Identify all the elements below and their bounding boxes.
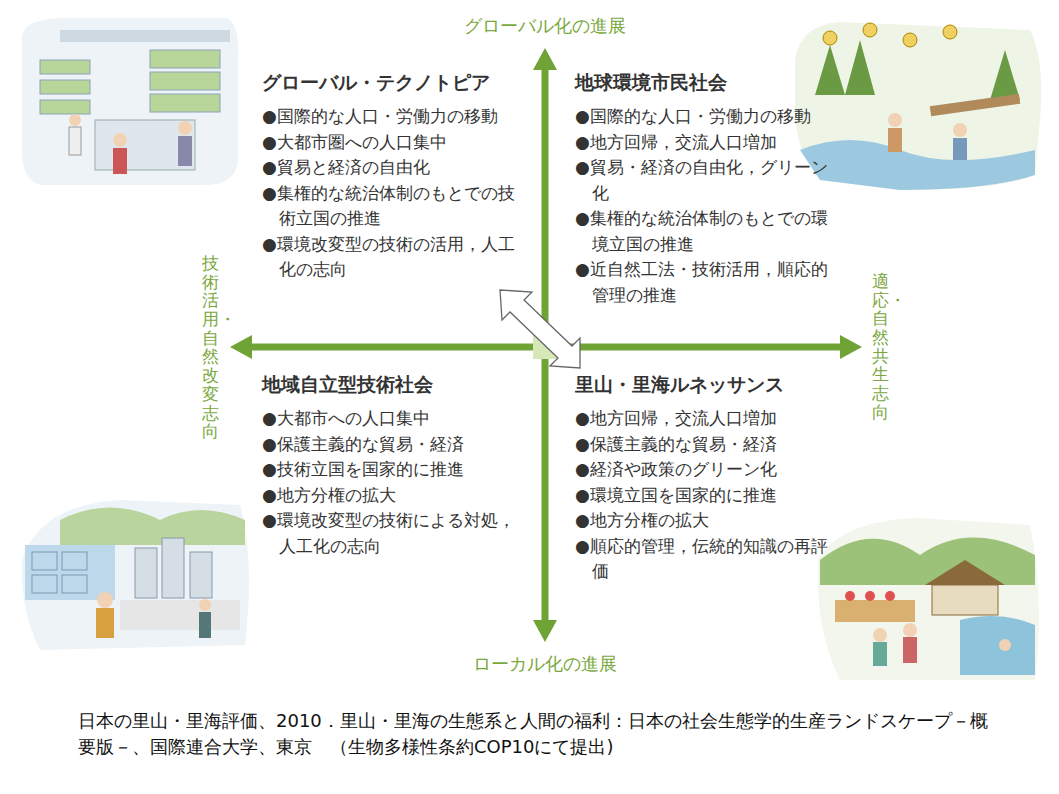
bullet-item: ●地方分権の拡大 xyxy=(575,508,837,534)
bullet-item: ●貿易と経済の自由化 xyxy=(262,155,524,181)
bullet-item: ●保護主義的な貿易・経済 xyxy=(262,432,524,458)
scenario-block: 里山・里海ルネッサンス ●地方回帰，交流人口増加●保護主義的な貿易・経済●経済や政… xyxy=(575,372,837,585)
axis-label: ローカル化の進展 xyxy=(473,652,617,676)
axis-label: グローバル化の進展 xyxy=(464,14,626,38)
satoyama-work-picture xyxy=(795,22,1041,190)
bullet-item: ●環境改変型の技術の活用，人工化の志向 xyxy=(262,232,524,283)
bullet-item: ●国際的な人口・労働力の移動 xyxy=(262,104,524,130)
bullet-item: ●近自然工法・技術活用，順応的管理の推進 xyxy=(575,257,837,308)
bullet-item: ●集権的な統治体制のもとでの環境立国の推進 xyxy=(575,206,837,257)
scenario-title: 里山・里海ルネッサンス xyxy=(575,372,837,398)
bullet-item: ●地方回帰，交流人口増加 xyxy=(575,406,837,432)
axis-label: 適応・自然共生志向 xyxy=(872,272,889,422)
scenario-title: 地球環境市民社会 xyxy=(575,70,837,96)
technotopia-picture xyxy=(22,18,238,185)
bullet-item: ●大都市への人口集中 xyxy=(262,406,524,432)
double-arrow xyxy=(500,290,580,368)
caption: 日本の里山・里海評価、2010．里山・里海の生態系と人間の福利：日本の社会生態学… xyxy=(78,708,998,760)
bullet-item: ●順応的管理，伝統的知識の再評価 xyxy=(575,534,837,585)
bullet-item: ●国際的な人口・労働力の移動 xyxy=(575,104,837,130)
bullet-item: ●技術立国を国家的に推進 xyxy=(262,457,524,483)
scenario-block: 地域自立型技術社会 ●大都市への人口集中●保護主義的な貿易・経済●技術立国を国家的… xyxy=(262,372,524,559)
bullet-item: ●環境立国を国家的に推進 xyxy=(575,483,837,509)
bullet-item: ●保護主義的な貿易・経済 xyxy=(575,432,837,458)
bullet-item: ●集権的な統治体制のもとでの技術立国の推進 xyxy=(262,181,524,232)
bullet-item: ●貿易・経済の自由化，グリーン化 xyxy=(575,155,837,206)
bullet-item: ●経済や政策のグリーン化 xyxy=(575,457,837,483)
bullet-item: ●地方回帰，交流人口増加 xyxy=(575,130,837,156)
bullet-item: ●地方分権の拡大 xyxy=(262,483,524,509)
bullet-item: ●環境改変型の技術による対処，人工化の志向 xyxy=(262,508,524,559)
bullet-item: ●大都市圏への人口集中 xyxy=(262,130,524,156)
axes xyxy=(230,48,862,642)
scenario-block: グローバル・テクノトピア ●国際的な人口・労働力の移動●大都市圏への人口集中●貿易… xyxy=(262,70,524,283)
scenario-block: 地球環境市民社会 ●国際的な人口・労働力の移動●地方回帰，交流人口増加●貿易・経済… xyxy=(575,70,837,308)
scenario-title: 地域自立型技術社会 xyxy=(262,372,524,398)
axis-label: 技術活用・自然改変志向 xyxy=(202,254,219,441)
city-coast-picture xyxy=(22,500,249,650)
village-picture xyxy=(818,518,1039,680)
scenario-title: グローバル・テクノトピア xyxy=(262,70,524,96)
